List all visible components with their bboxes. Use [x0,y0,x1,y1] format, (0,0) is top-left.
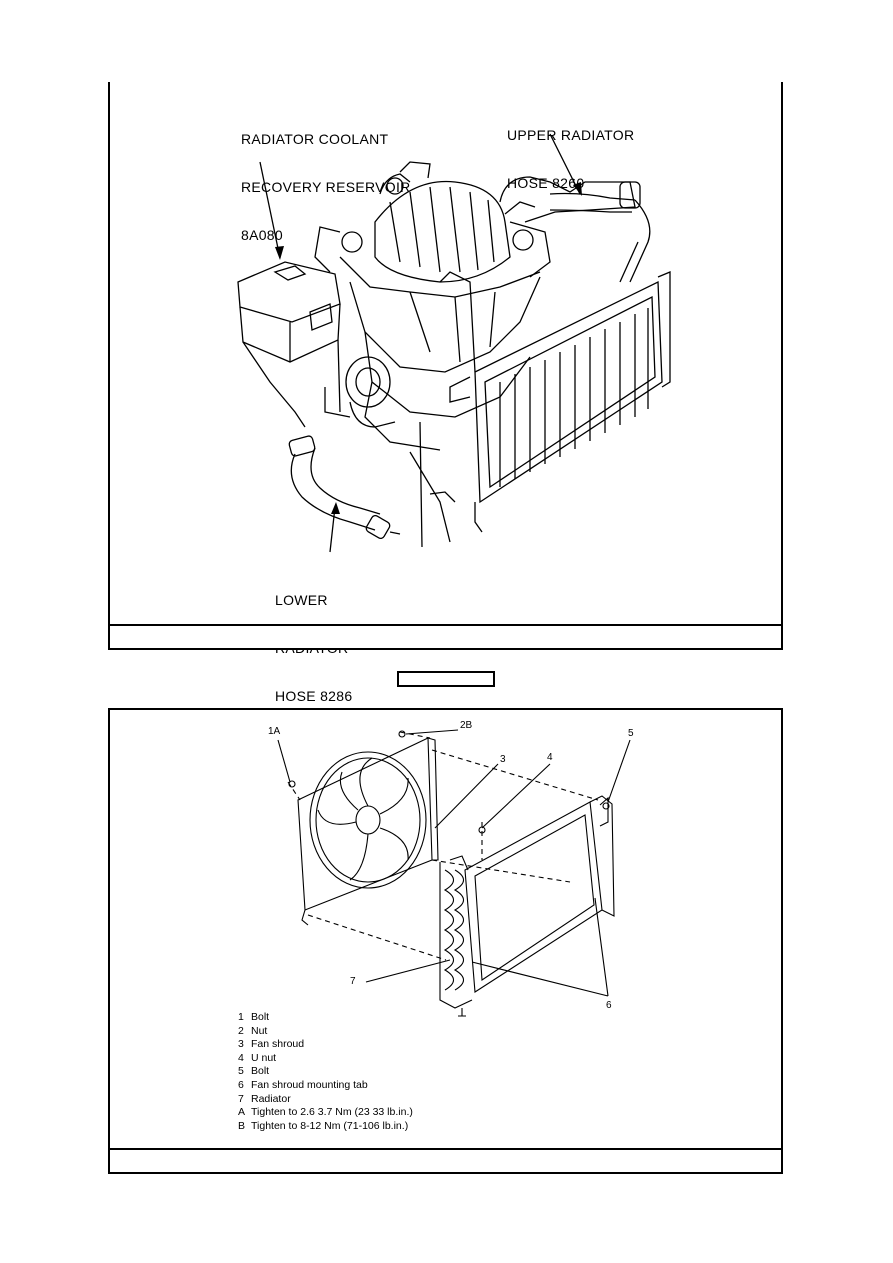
label-line: UPPER RADIATOR [507,127,635,143]
engine-cooling-figure: RADIATOR COOLANT RECOVERY RESERVOIR 8A08… [108,82,783,704]
upper-radiator-hose [549,192,651,283]
label-line: HOSE 8260 [507,175,585,191]
coolant-reservoir [237,261,341,428]
reservoir-leader [259,161,281,259]
leader-7 [365,959,451,983]
water-pump [324,356,396,428]
navigation-box[interactable] [397,671,495,687]
callout-2b: 2B [460,720,473,731]
label-line: RECOVERY RESERVOIR [241,179,411,195]
assembly-lines [287,731,599,961]
leader-4 [481,763,551,829]
leader-3 [434,763,499,829]
fan-shroud [297,737,439,926]
lower-radiator-hose [288,435,401,539]
callout-6: 6 [606,1000,612,1011]
callout-5: 5 [628,728,634,739]
bolt-1a [288,780,296,788]
figure-caption-bar [110,1148,781,1172]
radiator [439,795,615,1017]
callout-leaders [277,729,631,997]
bolt-5 [602,802,610,810]
leader-5 [607,739,631,803]
callout-3: 3 [500,754,506,765]
label-line: 8A080 [241,227,283,243]
label-line: HOSE 8286 [275,688,353,704]
leader-6 [471,897,609,997]
upper-hose-label: UPPER RADIATOR HOSE 8260 [507,95,634,223]
lower-hose-leader [329,506,336,553]
reservoir-label: RADIATOR COOLANT RECOVERY RESERVOIR 8A08… [241,99,411,275]
callout-4: 4 [547,752,553,763]
callout-7: 7 [350,976,356,987]
leader-1a [277,739,291,783]
upper-hose-leader [549,133,581,195]
callout-1a: 1A [268,726,281,737]
radiator [409,271,671,548]
fan-radiator-illustration [277,729,631,1017]
leader-2b [405,729,459,735]
u-nut-4 [478,826,486,834]
label-line: LOWER [275,592,328,608]
engine-block [314,161,641,451]
engine-illustration [237,133,671,553]
label-line: RADIATOR COOLANT [241,131,389,147]
nut-2b [398,730,406,738]
figure-caption-bar [110,624,781,648]
